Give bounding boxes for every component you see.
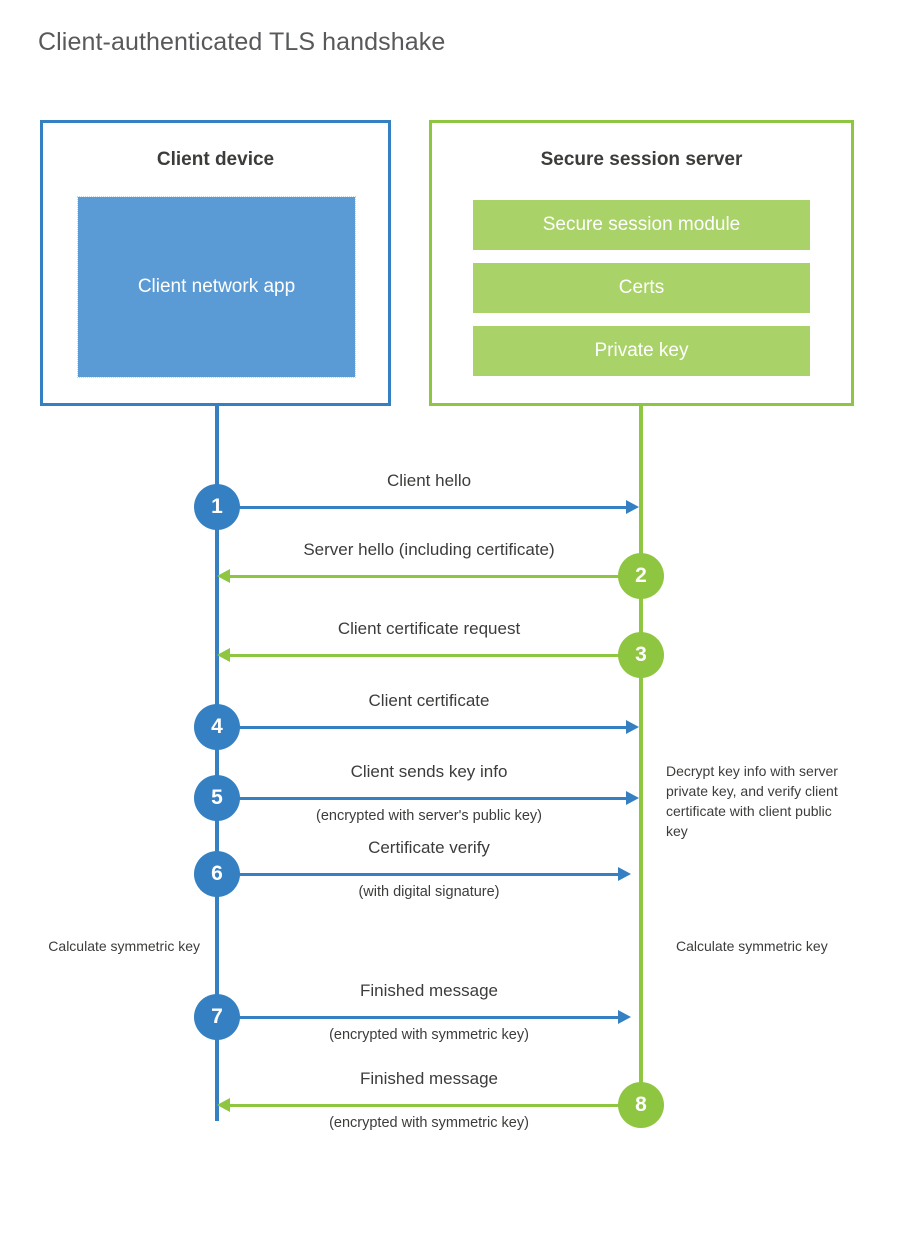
annotation-client-calculate-symmetric-key: Calculate symmetric key xyxy=(48,938,200,954)
step-1-arrow-line xyxy=(217,506,626,509)
lifeline-client xyxy=(215,406,219,1121)
step-7-arrow-head xyxy=(618,1010,631,1024)
step-6-label: Certificate verify xyxy=(368,838,490,857)
step-3-arrow-line xyxy=(230,654,620,657)
step-4-arrow-line xyxy=(217,726,626,729)
step-8-badge: 8 xyxy=(618,1082,664,1128)
step-7-sublabel: (encrypted with symmetric key) xyxy=(329,1027,529,1043)
step-5-label: Client sends key info xyxy=(350,762,508,781)
lifeline-server xyxy=(639,406,643,1109)
client-network-app-block: Client network app xyxy=(77,196,356,378)
step-1-badge: 1 xyxy=(194,484,240,530)
step-3-label: Client certificate request xyxy=(337,619,521,638)
page-title: Client-authenticated TLS handshake xyxy=(38,28,446,56)
step-6-badge: 6 xyxy=(194,851,240,897)
step-5-sublabel: (encrypted with server's public key) xyxy=(316,808,542,824)
annotation-server-decrypt: Decrypt key info with server private key… xyxy=(666,763,838,839)
step-7-label: Finished message xyxy=(360,981,498,1000)
step-1-arrow-head xyxy=(626,500,639,514)
step-8-arrow-head xyxy=(217,1098,230,1112)
secure-session-server-title: Secure session server xyxy=(540,149,743,170)
step-7-badge: 7 xyxy=(194,994,240,1040)
step-4-label: Client certificate xyxy=(368,691,490,710)
step-2-badge: 2 xyxy=(618,553,664,599)
participant-client-device: Client device Client network app xyxy=(40,120,391,406)
step-1-label: Client hello xyxy=(386,471,472,490)
step-2-arrow-head xyxy=(217,569,230,583)
step-5-badge: 5 xyxy=(194,775,240,821)
step-4-arrow-head xyxy=(626,720,639,734)
step-2-arrow-line xyxy=(230,575,620,578)
step-6-arrow-line xyxy=(217,873,618,876)
participant-secure-session-server: Secure session server Secure session mod… xyxy=(429,120,854,406)
step-8-arrow-line xyxy=(230,1104,620,1107)
step-3-badge: 3 xyxy=(618,632,664,678)
server-module-certs: Certs xyxy=(473,263,810,313)
step-5-arrow-line xyxy=(217,797,626,800)
step-2-label: Server hello (including certificate) xyxy=(303,540,555,559)
server-module-private-key: Private key xyxy=(473,326,810,376)
client-device-title: Client device xyxy=(156,149,275,170)
step-8-label: Finished message xyxy=(360,1069,498,1088)
annotation-server-calculate-symmetric-key: Calculate symmetric key xyxy=(676,938,828,954)
step-6-sublabel: (with digital signature) xyxy=(358,884,500,900)
step-5-arrow-head xyxy=(626,791,639,805)
step-4-badge: 4 xyxy=(194,704,240,750)
step-6-arrow-head xyxy=(618,867,631,881)
step-8-sublabel: (encrypted with symmetric key) xyxy=(329,1115,529,1131)
step-7-arrow-line xyxy=(217,1016,618,1019)
step-3-arrow-head xyxy=(217,648,230,662)
server-module-secure-session-module: Secure session module xyxy=(473,200,810,250)
